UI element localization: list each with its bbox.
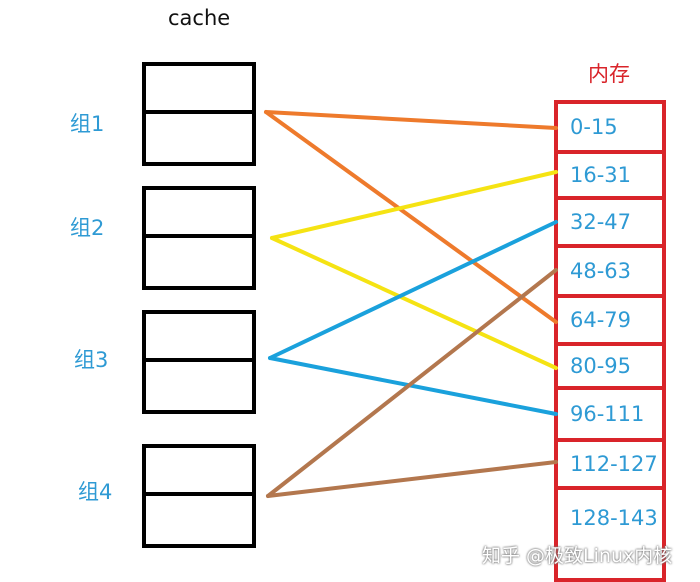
cache-line <box>146 314 252 362</box>
cache-line <box>146 66 252 114</box>
group-label-1: 组1 <box>70 112 105 136</box>
mapping-line-g3-b2 <box>268 220 558 360</box>
memory-block-label: 80-95 <box>570 354 632 378</box>
cache-group-2 <box>142 186 256 290</box>
watermark: 知乎 @极致Linux内核 <box>482 545 673 567</box>
memory-block-label: 0-15 <box>570 115 618 139</box>
mapping-line-g4-b3 <box>266 268 558 498</box>
mapping-line-g1-b0 <box>264 110 558 130</box>
mapping-line-g2-b5 <box>270 236 558 370</box>
memory-title: 内存 <box>588 62 630 86</box>
mapping-line-g2-b1 <box>270 170 558 240</box>
mapping-line-g4-b7 <box>266 460 558 498</box>
group-label-4: 组4 <box>78 480 113 504</box>
group-label-3: 组3 <box>74 348 109 372</box>
group-label-2: 组2 <box>70 216 105 240</box>
memory-block-label: 112-127 <box>570 452 658 476</box>
cache-title: cache <box>168 6 231 30</box>
memory-block-label: 48-63 <box>570 259 632 283</box>
cache-group-1 <box>142 62 256 166</box>
mapping-line-g3-b6 <box>268 356 558 416</box>
cache-group-4 <box>142 444 256 548</box>
cache-group-3 <box>142 310 256 414</box>
memory-block-8: 128-143 <box>554 486 666 582</box>
cache-line <box>146 448 252 496</box>
memory-block-label: 32-47 <box>570 210 632 234</box>
memory-block-label: 64-79 <box>570 308 632 332</box>
mapping-line-g1-b4 <box>264 110 558 324</box>
memory-block-label: 128-143 <box>570 506 658 530</box>
memory-block-label: 96-111 <box>570 402 645 426</box>
cache-line <box>146 190 252 238</box>
memory-block-label: 16-31 <box>570 163 632 187</box>
